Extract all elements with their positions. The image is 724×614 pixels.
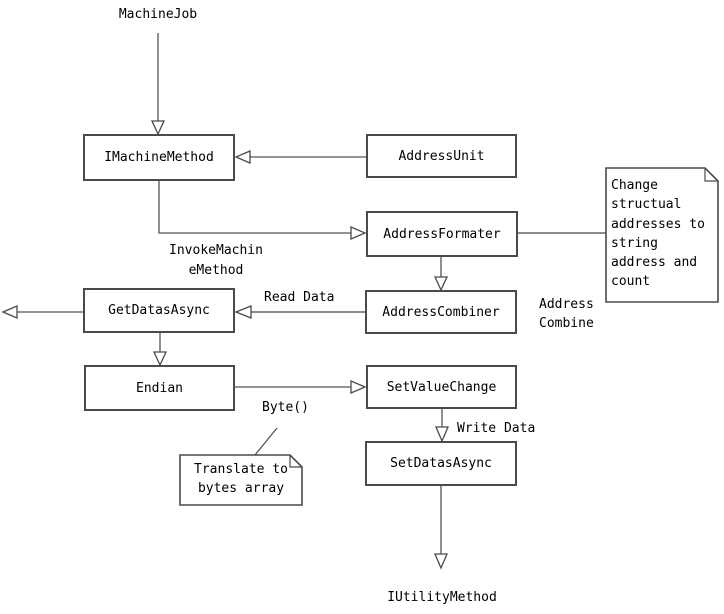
arrowhead-down-icon [152,351,168,367]
edge-addresscombiner-to-getdatasasync [234,305,365,319]
node-get-datas-async: GetDatasAsync [83,288,235,333]
node-label: AddressCombiner [382,304,500,320]
edge-label-byte-call: Byte() [262,400,309,415]
note-translate-text: Translate to bytes array [194,462,288,496]
arrowhead-down-icon [150,120,166,136]
edge-addressformater-to-addresscombiner [433,257,449,292]
arrowhead-left-icon [234,150,251,164]
edge-setvaluechange-to-setdatasasync [435,409,449,443]
note-change-text: Change structual addresses to string add… [611,178,705,290]
arrowhead-down-icon [435,426,449,443]
edge-getdatasasync-to-left [1,305,83,319]
node-label: AddressFormater [383,226,501,242]
arrowhead-right-icon [350,380,367,394]
node-address-unit: AddressUnit [366,134,517,178]
edge-label-invoke-machine-method: InvokeMachin eMethod [169,243,263,278]
arrowhead-left-icon [1,305,18,319]
node-label: GetDatasAsync [108,303,210,318]
edge-label-address-combine: Address Combine [539,297,594,331]
edge-endian-to-setvaluechange [235,380,367,394]
node-set-value-change: SetValueChange [366,365,517,409]
note-translate-shape [179,454,303,506]
edge-imachinemethod-to-addressformater [158,181,367,240]
label-iutility-method: IUtilityMethod [387,590,497,605]
node-label: IMachineMethod [104,150,214,165]
edge-label-write-data: Write Data [457,421,536,436]
arrowhead-right-icon [350,226,367,240]
node-endian: Endian [84,365,235,411]
edge-machinejob-to-imachinemethod [150,33,166,136]
label-machine-job: MachineJob [118,7,198,22]
node-label: SetDatasAsync [390,456,492,471]
node-label: AddressUnit [398,148,485,164]
edge-label-read-data: Read Data [264,290,335,305]
arrowhead-left-icon [234,305,252,319]
note-change-shape [605,167,719,303]
note-connector-translate [254,427,278,456]
edge-setdatasasync-to-iutilitymethod [434,486,448,570]
node-address-formater: AddressFormater [366,211,518,257]
node-label: SetValueChange [386,379,497,395]
node-label: Endian [136,380,183,396]
arrowhead-down-icon [433,276,449,292]
node-set-datas-async: SetDatasAsync [365,441,517,486]
node-address-combiner: AddressCombiner [365,290,517,334]
arrowhead-down-icon [434,553,448,570]
edge-addressunit-to-imachinemethod [234,150,366,164]
edge-getdatasasync-to-endian [152,333,168,367]
node-imachine-method: IMachineMethod [83,134,235,181]
